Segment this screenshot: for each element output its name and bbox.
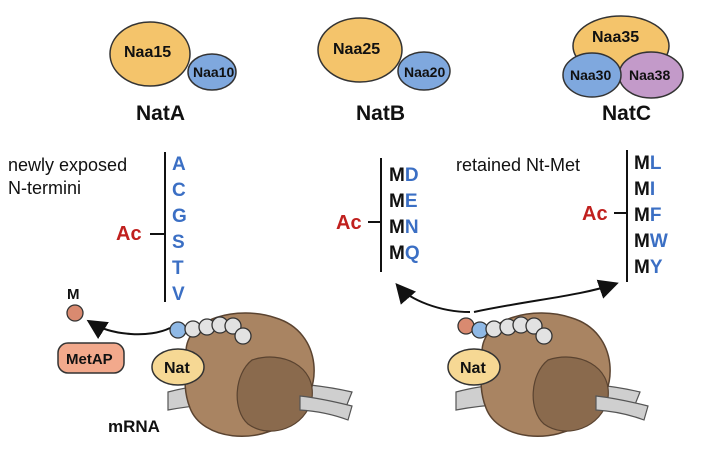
natc-desc: retained Nt-Met	[456, 155, 580, 175]
natc-title: NatC	[602, 102, 651, 125]
chain-bead	[234, 327, 252, 345]
nata-residue: G	[172, 206, 187, 227]
ribosome-small-subunit-right	[532, 356, 609, 432]
ribosome-small-subunit	[236, 356, 313, 432]
naa25-label: Naa25	[333, 41, 380, 58]
nata-residue: A	[172, 154, 186, 175]
naa10-label: Naa10	[193, 64, 234, 80]
nata-desc-line2: N-termini	[8, 178, 81, 198]
nat-enzyme-right	[447, 348, 501, 386]
metap-arrow	[86, 319, 171, 340]
naa20-subunit	[397, 51, 451, 91]
metap-enzyme	[57, 342, 125, 374]
nat-enzyme	[151, 348, 205, 386]
naa20-label: Naa20	[404, 64, 445, 80]
nata-residue: V	[172, 284, 185, 305]
nata-desc-line1: newly exposed	[8, 155, 127, 175]
natc-complex: Naa35 Naa38 Naa30 NatC	[562, 15, 684, 125]
natb-residue: MN	[389, 217, 419, 238]
left-ribosome-group: Nat MetAP M mRNA	[57, 286, 353, 438]
met-label: M	[67, 286, 80, 303]
natb-residue: ME	[389, 191, 418, 212]
natc-residue: MF	[634, 205, 661, 226]
nata-acetyl: Ac	[116, 223, 142, 245]
naa30-subunit	[562, 52, 622, 98]
nata-residue: S	[172, 232, 185, 253]
nat-label: Nat	[164, 360, 190, 377]
naa15-label: Naa15	[124, 44, 171, 61]
natb-complex: Naa25 Naa20 NatB	[317, 17, 451, 125]
cleaved-met-ball	[66, 304, 84, 322]
natc-residue: MI	[634, 179, 655, 200]
nata-substrates: newly exposed N-termini Ac A C G S T V	[8, 152, 187, 305]
chain-bead	[535, 327, 553, 345]
chain-bead	[169, 321, 187, 339]
nata-residue: T	[172, 258, 184, 279]
mrna-front	[299, 395, 353, 421]
natc-residue: MY	[634, 257, 663, 278]
natb-residue: MQ	[389, 243, 420, 264]
nata-complex: Naa15 Naa10 NatA	[109, 21, 237, 125]
metap-label: MetAP	[66, 351, 113, 368]
nat-label-right: Nat	[460, 360, 486, 377]
arrow-to-natb	[395, 282, 471, 313]
natb-residue: MD	[389, 165, 419, 186]
natb-acetyl: Ac	[336, 212, 362, 234]
nata-title: NatA	[136, 102, 185, 125]
natc-substrates: retained Nt-Met Ac ML MI MF MW MY	[456, 150, 668, 282]
naa38-label: Naa38	[629, 67, 670, 83]
naa25-subunit	[317, 17, 403, 83]
naa30-label: Naa30	[570, 67, 611, 83]
arrow-to-natc	[473, 279, 619, 313]
nata-residue: C	[172, 180, 186, 201]
natc-residue: ML	[634, 153, 662, 174]
naa10-subunit	[187, 53, 237, 91]
mrna-front-right	[595, 395, 649, 421]
mrna-label: mRNA	[108, 417, 160, 436]
natc-acetyl: Ac	[582, 203, 608, 225]
natb-substrates: Ac MD ME MN MQ	[336, 158, 420, 272]
naa15-subunit	[109, 21, 191, 87]
right-ribosome-group: Nat	[395, 279, 649, 438]
naa35-label: Naa35	[592, 29, 639, 46]
natc-residue: MW	[634, 231, 668, 252]
natb-title: NatB	[356, 102, 405, 125]
